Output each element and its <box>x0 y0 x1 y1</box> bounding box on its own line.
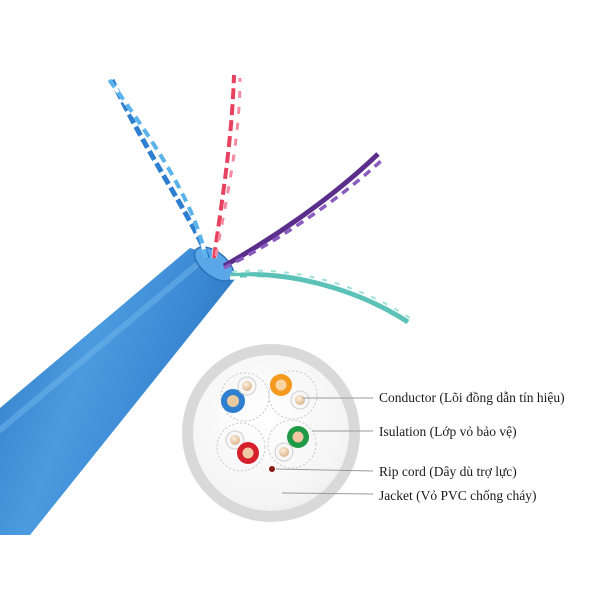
pair-purple-wires <box>222 152 384 270</box>
pair-red-wires <box>211 74 242 259</box>
conductor-label: Conductor (Lõi đồng dẫn tín hiệu) <box>379 390 565 405</box>
jacket-callout-line <box>281 492 374 495</box>
pair-green-cross-section <box>267 419 317 469</box>
pair-teal-wires <box>229 269 411 328</box>
pair-blue-cross-section <box>220 372 270 422</box>
rip-cord-label: Rip cord (Dây dù trợ lực) <box>379 464 517 479</box>
pair-blue-wires <box>106 76 211 259</box>
callout-lines <box>275 397 374 495</box>
pair-red-cross-section <box>216 422 266 472</box>
insulation-label: Isulation (Lớp vỏ bảo vệ) <box>379 424 517 439</box>
jacket-label: Jacket (Vỏ PVC chống cháy) <box>379 488 537 503</box>
pair-orange-cross-section <box>268 370 318 420</box>
rip-cord-callout-line <box>275 468 374 472</box>
cross-section <box>182 344 360 522</box>
rip-cord-dot <box>269 466 275 472</box>
